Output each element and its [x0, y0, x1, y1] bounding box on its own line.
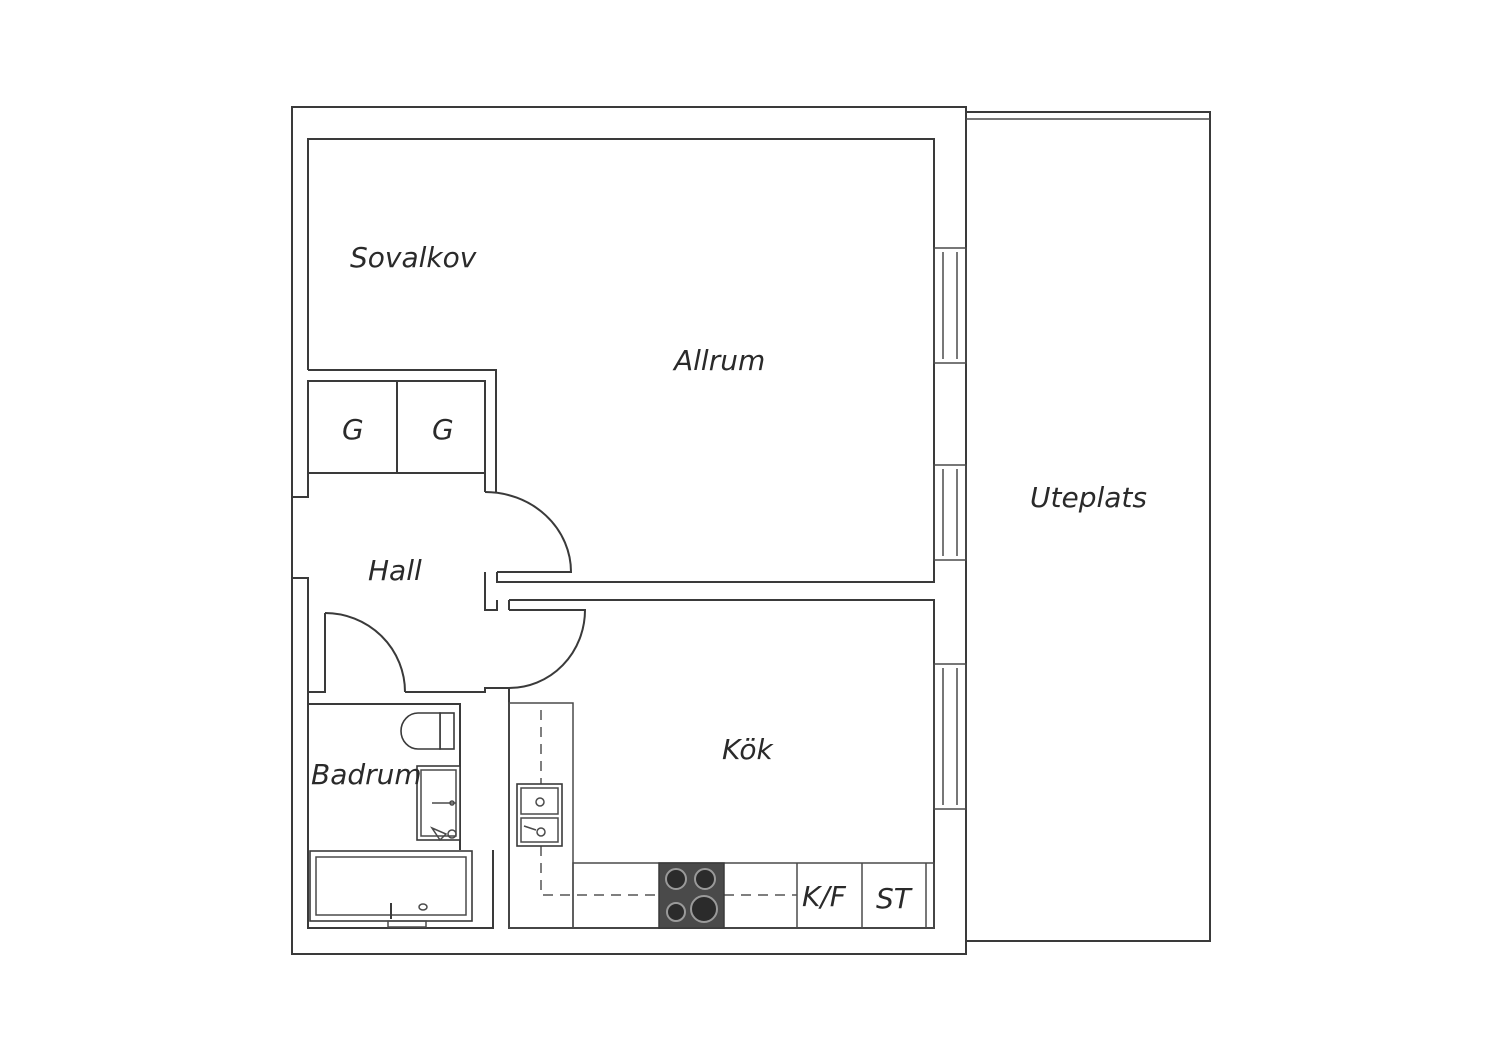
room-label-badrum: Badrum	[311, 758, 422, 791]
room-label-allrum: Allrum	[672, 344, 765, 377]
room-label-uteplats: Uteplats	[1030, 481, 1147, 514]
terrace	[965, 111, 1211, 942]
kitchen-sink-icon	[516, 783, 563, 847]
door-swings	[324, 491, 587, 693]
room-label-sovalkov: Sovalkov	[350, 241, 477, 274]
bathroom-sink-icon	[416, 765, 461, 842]
room-label-kok: Kök	[722, 733, 774, 766]
appliance-label-fridge-freezer: K/F	[802, 880, 847, 913]
kitchen-counter	[508, 702, 935, 929]
bathtub-icon	[309, 850, 473, 928]
appliance-label-storage: ST	[876, 882, 913, 915]
toilet-icon	[400, 712, 455, 750]
closet-label-left: G	[342, 413, 364, 446]
room-label-hall: Hall	[368, 554, 422, 587]
closet-label-right: G	[432, 413, 454, 446]
windows	[933, 247, 967, 810]
stove-icon	[658, 862, 725, 929]
outer-wall	[291, 106, 967, 955]
